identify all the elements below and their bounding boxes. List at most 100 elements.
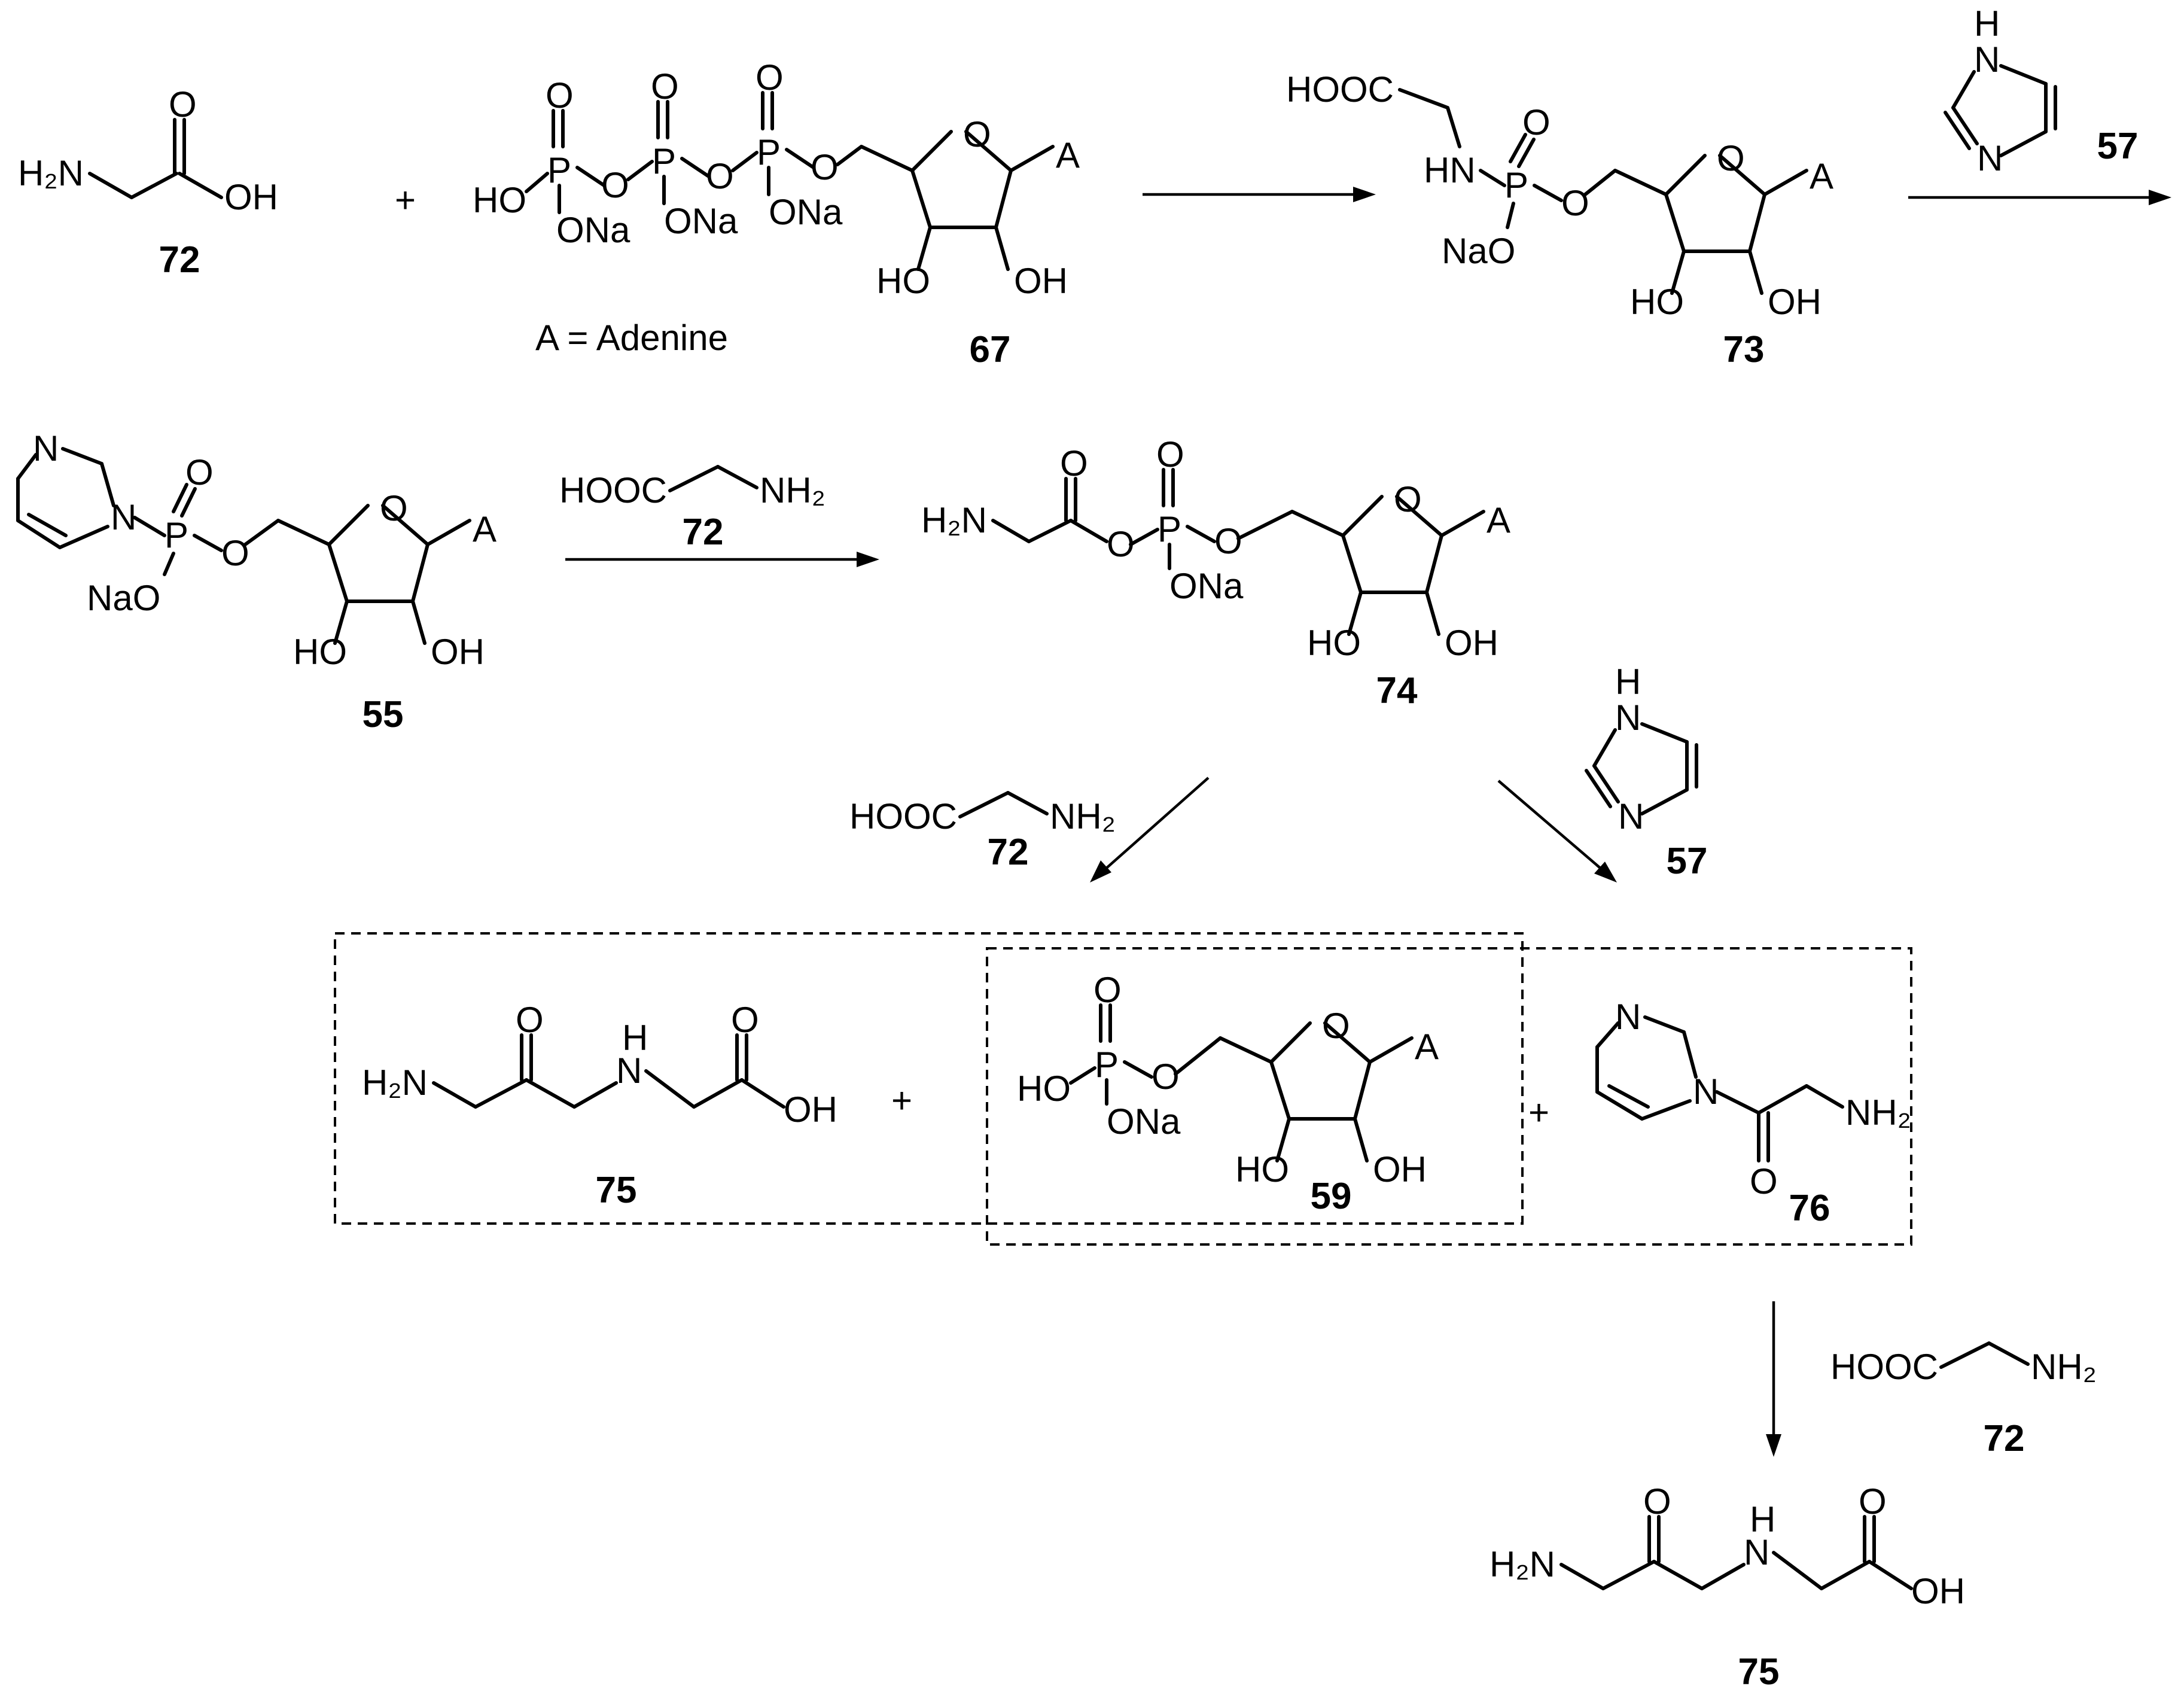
atom-o: O <box>1643 1481 1671 1521</box>
atom-n: N <box>1974 39 2000 80</box>
label-57: 57 <box>2097 126 2139 167</box>
reaction-arrow-1 <box>1143 187 1376 202</box>
atom-o: O <box>1522 102 1551 142</box>
atom-nao: NaO <box>87 578 160 618</box>
atom-hooc: HOOC <box>559 470 667 510</box>
atom-o: O <box>1561 183 1589 223</box>
atom-h: H <box>1615 662 1641 702</box>
atom-o: O <box>1750 1161 1778 1201</box>
dashed-box-right <box>986 947 1912 1246</box>
atom-o: O <box>731 1000 759 1040</box>
atom-o: O <box>1322 1006 1350 1046</box>
reaction-arrow-4 <box>1090 777 1210 883</box>
atom-h: H <box>1974 4 2000 44</box>
atom-p: P <box>757 132 781 172</box>
atom-o: O <box>1152 1057 1180 1097</box>
atom-p: P <box>652 141 676 181</box>
compound-75-final-structure: H₂N O N H O OH 75 <box>1489 1481 1965 1693</box>
atom-ona: ONa <box>1169 566 1244 606</box>
atom-nh2: NH₂ <box>2031 1347 2097 1387</box>
atom-ona: ONa <box>664 201 738 241</box>
atom-oh: OH <box>431 632 485 672</box>
atom-p: P <box>1158 509 1181 549</box>
atom-o: O <box>1093 970 1122 1010</box>
atom-h: H <box>1750 1499 1775 1539</box>
atom-o: O <box>185 452 214 492</box>
reagent-72-arrow-4: HOOC NH₂ 72 <box>849 791 1116 873</box>
atom-o: O <box>601 165 629 205</box>
atom-h2n: H₂N <box>1489 1544 1555 1584</box>
compound-67-structure: HO P O ONa O P O ONa O P O ONa O O A HO … <box>473 57 1080 370</box>
atom-o: O <box>169 84 197 124</box>
label-59: 59 <box>1311 1176 1352 1217</box>
atom-n: N <box>1615 698 1641 738</box>
atom-oh: OH <box>224 177 278 217</box>
compound-74-structure: H₂N O O P O ONa O O A HO OH 74 <box>921 434 1510 711</box>
atom-hooc: HOOC <box>1830 1347 1938 1387</box>
atom-a: A <box>1487 500 1510 540</box>
label-75: 75 <box>1738 1651 1780 1693</box>
label-75: 75 <box>596 1170 637 1211</box>
compound-76-structure: N N O NH₂ 76 <box>1595 997 1911 1229</box>
atom-ho: HO <box>1307 623 1361 663</box>
plus-sign: + <box>1528 1093 1549 1133</box>
atom-hooc: HOOC <box>849 796 957 836</box>
atom-o: O <box>221 533 249 573</box>
atom-o: O <box>706 156 734 196</box>
atom-hn: HN <box>1424 150 1476 190</box>
reagent-72-arrow-3: HOOC NH₂ 72 <box>559 465 826 553</box>
atom-n: N <box>616 1051 642 1091</box>
atom-oh: OH <box>1014 261 1068 301</box>
compound-57-structure-mid: H N N 57 <box>1585 662 1708 882</box>
atom-p: P <box>1504 165 1528 205</box>
reaction-arrow-6 <box>1766 1301 1781 1457</box>
atom-o: O <box>963 114 991 154</box>
atom-oh: OH <box>1445 623 1498 663</box>
label-72: 72 <box>1984 1418 2025 1459</box>
atom-o: O <box>811 147 839 187</box>
atom-o: O <box>1156 434 1184 474</box>
atom-o: O <box>1060 443 1088 483</box>
label-57: 57 <box>1667 841 1708 882</box>
atom-h2n: H₂N <box>921 500 987 540</box>
atom-ona: ONa <box>1107 1101 1181 1142</box>
label-76: 76 <box>1789 1188 1830 1229</box>
reaction-arrow-3 <box>565 552 879 567</box>
atom-p: P <box>1095 1045 1119 1085</box>
atom-o: O <box>1394 479 1422 519</box>
atom-oh: OH <box>1373 1149 1427 1189</box>
compound-73-structure: HOOC HN P O NaO O O A HO OH 73 <box>1286 69 1833 370</box>
label-72: 72 <box>159 239 200 281</box>
compound-55-structure: N N P O NaO O O A HO OH 55 <box>16 428 496 735</box>
atom-oh: OH <box>1768 282 1821 322</box>
label-73: 73 <box>1723 329 1765 370</box>
plus-sign: + <box>395 180 416 220</box>
atom-n: N <box>1977 138 2003 178</box>
plus-sign: + <box>891 1081 912 1121</box>
atom-n: N <box>111 497 136 537</box>
atom-ho: HO <box>1017 1069 1071 1109</box>
label-67: 67 <box>970 329 1011 370</box>
compound-75-structure: H₂N O N H O OH 75 <box>362 1000 837 1211</box>
atom-ho: HO <box>1235 1149 1289 1189</box>
atom-n: N <box>1618 796 1644 836</box>
atom-o: O <box>651 66 679 106</box>
atom-oh: OH <box>1911 1571 1965 1611</box>
atom-o: O <box>1859 1481 1887 1521</box>
atom-a: A <box>1415 1027 1439 1067</box>
atom-n: N <box>1693 1072 1719 1112</box>
reaction-arrow-2 <box>1908 190 2171 205</box>
compound-57-structure-top: H N N 57 <box>1944 4 2139 178</box>
atom-a: A <box>1056 135 1080 175</box>
atom-h2n: H₂N <box>362 1063 428 1103</box>
compound-72-structure: H₂N O OH 72 <box>18 84 278 281</box>
atom-nh2: NH₂ <box>1050 796 1116 836</box>
atom-n: N <box>33 428 59 468</box>
dashed-box-left <box>334 932 1524 1225</box>
label-72: 72 <box>683 512 724 553</box>
atom-n: N <box>1615 997 1641 1037</box>
atom-hooc: HOOC <box>1286 69 1394 109</box>
atom-ona: ONa <box>769 192 843 232</box>
atom-ho: HO <box>876 261 930 301</box>
